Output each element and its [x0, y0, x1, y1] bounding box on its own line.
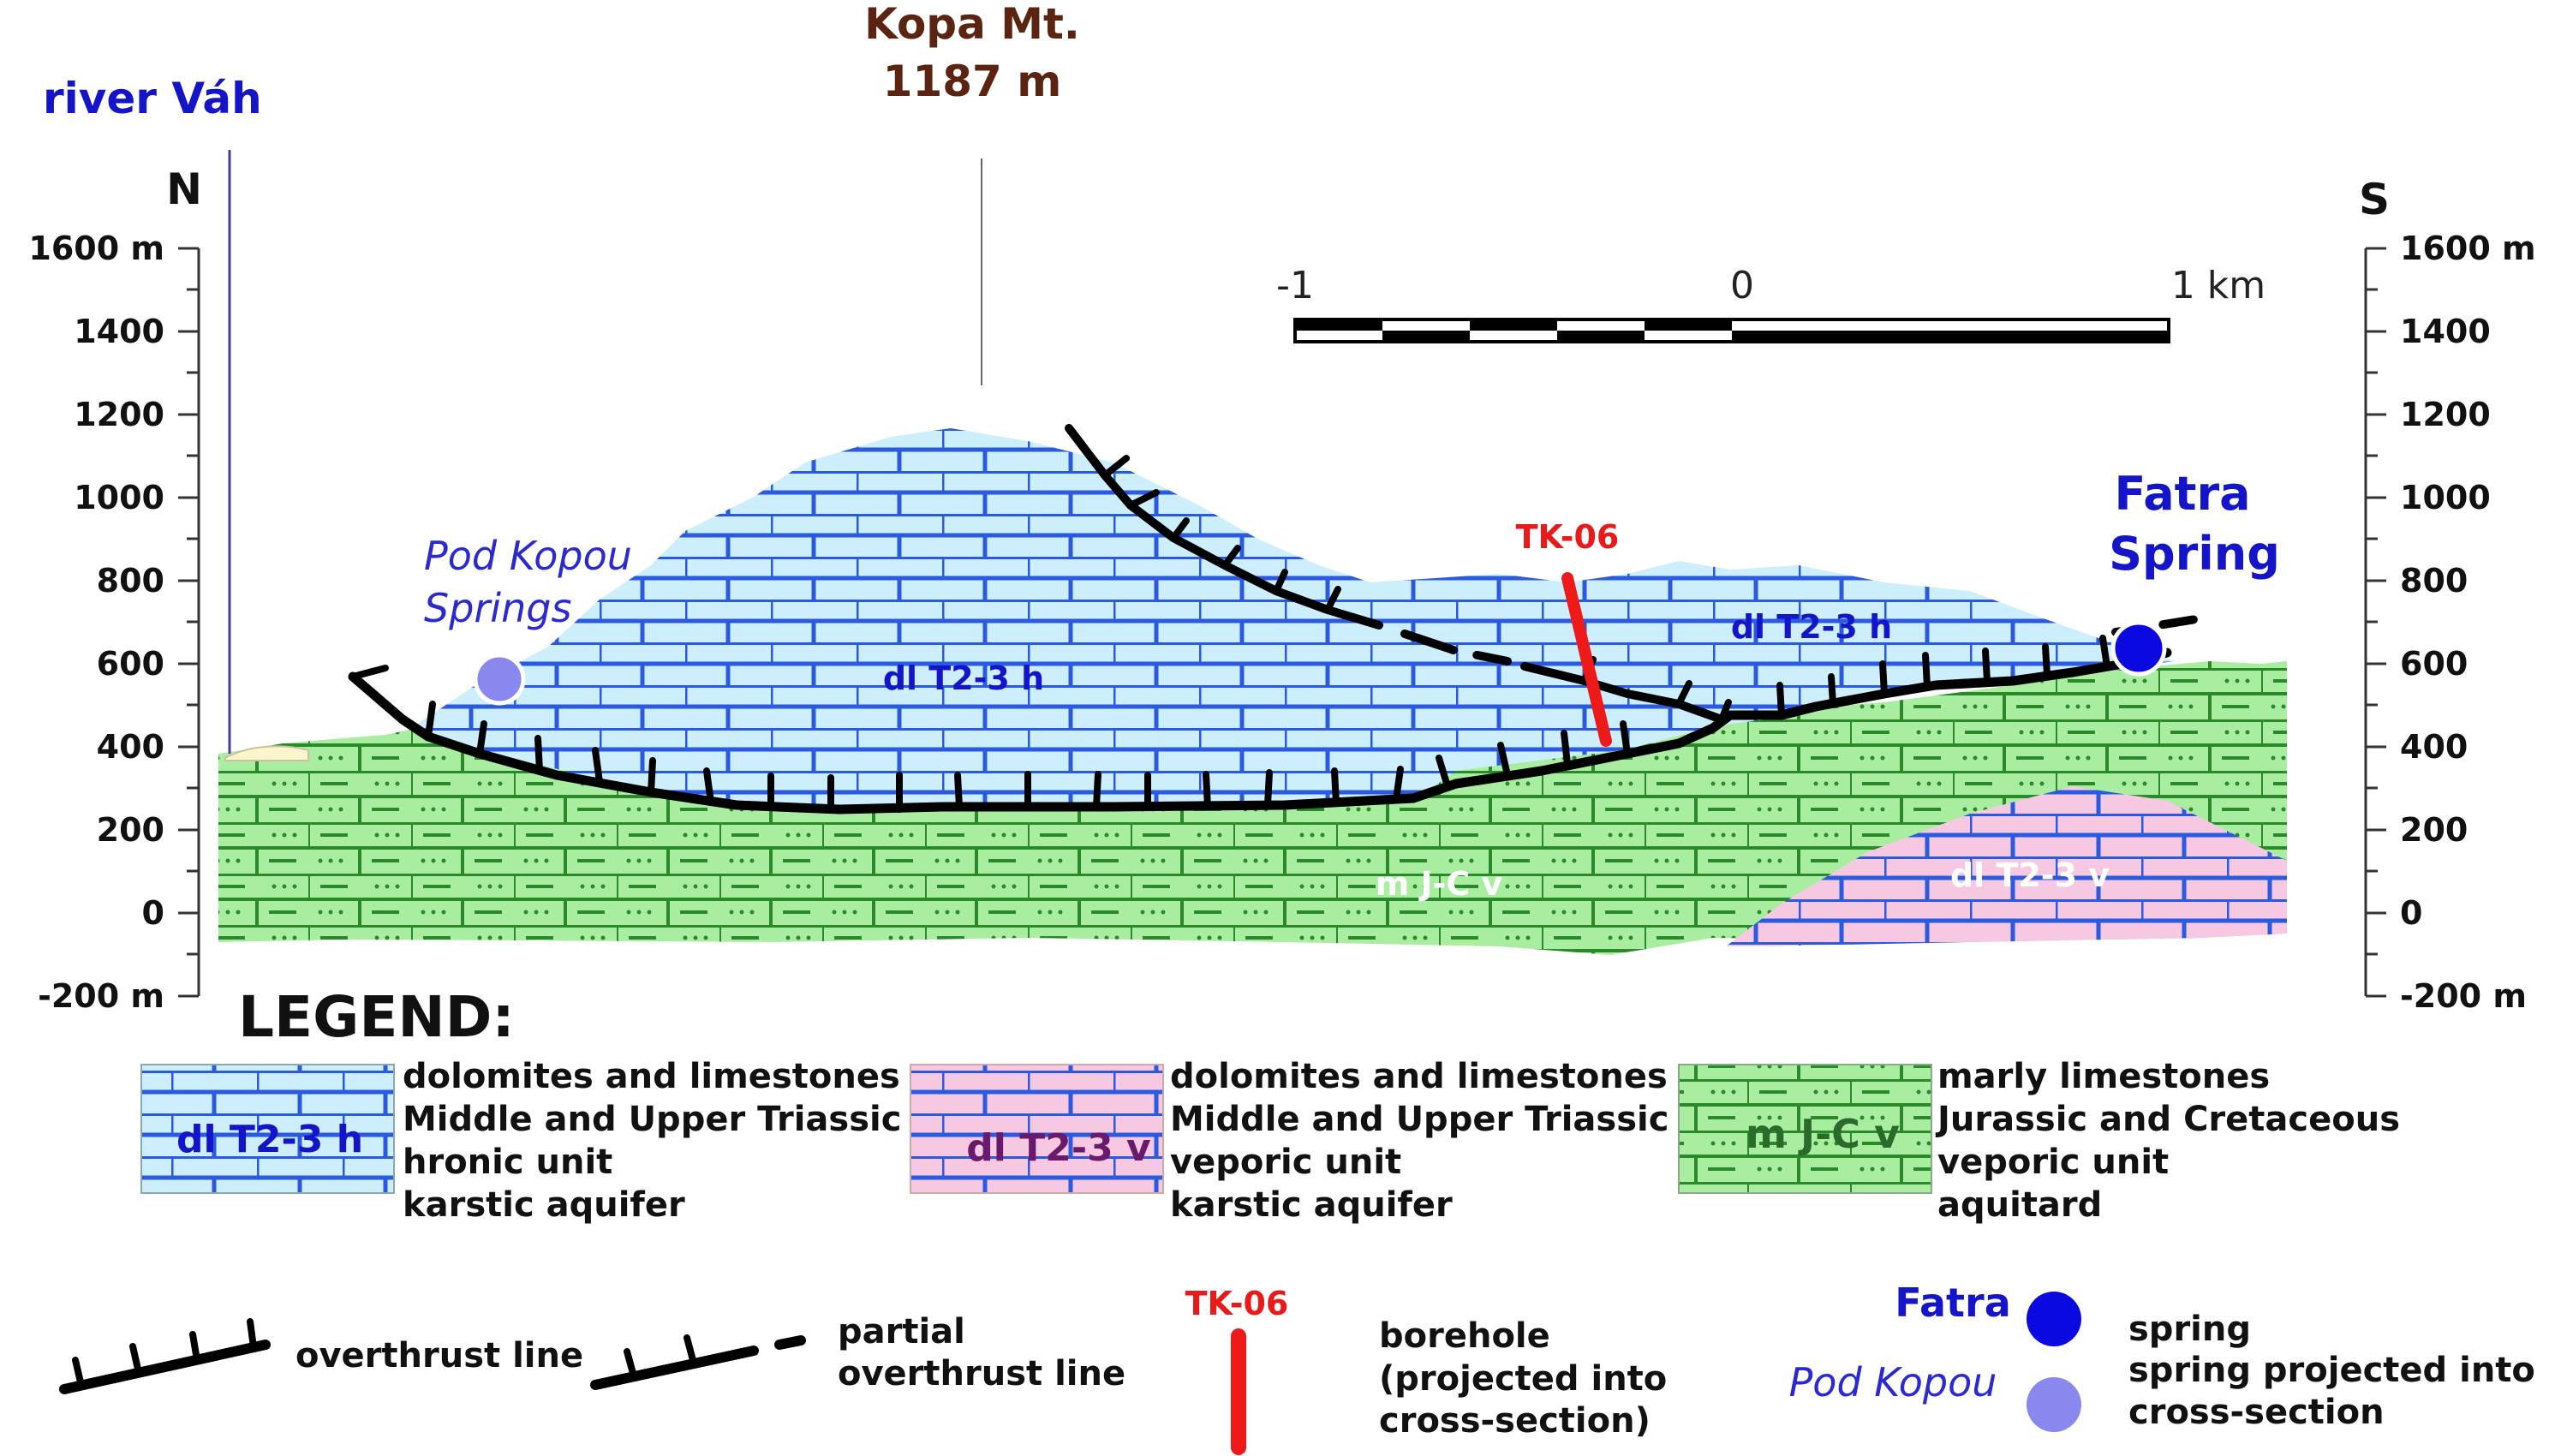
left-axis-tick-label: 600 [97, 645, 164, 683]
right-axis-tick-label: 1000 [2400, 479, 2491, 516]
legend-veporic-swatch [910, 1064, 1164, 1194]
left-axis-tick-label: 1400 [74, 313, 164, 350]
left-axis-tick-label: 0 [142, 894, 164, 932]
legend-veporic-line2: Middle and Upper Triassic [1170, 1100, 1668, 1139]
valley-alluvium [224, 745, 309, 761]
veporic-unit-label: dl T2-3 v [1950, 856, 2110, 894]
legend-marly-line4: aquitard [1937, 1185, 2102, 1225]
legend-veporic-swatch-label: dl T2-3 v [966, 1126, 1151, 1170]
pod-kopou-spring-marker [473, 653, 526, 706]
scale-label-minus1: -1 [1276, 264, 1314, 307]
legend-fatra-label: Fatra [1895, 1280, 2010, 1326]
main-overthrust-line [348, 647, 2172, 815]
legend-fatra-spring-symbol [2027, 1292, 2081, 1346]
right-axis-tick-label: 800 [2400, 562, 2468, 600]
upper-overthrust-line [1065, 424, 2206, 724]
legend-partial-overthrust-line2: overthrust line [838, 1354, 1125, 1393]
legend-hronic-line2: Middle and Upper Triassic [403, 1100, 901, 1139]
peak-elevation: 1187 m [883, 57, 1062, 106]
river-vah-label: river Váh [43, 74, 262, 123]
hronic-unit-label-right: dl T2-3 h [1731, 608, 1892, 646]
veporic-dolomite-body [1726, 786, 2287, 946]
right-elevation-axis: 1600 m 1400 1200 1000 800 600 400 200 0 -200 m [2364, 230, 2536, 1015]
legend-title: LEGEND: [238, 984, 515, 1050]
borehole-tk06-label: TK-06 [1516, 518, 1620, 556]
legend-marly-swatch-label: m J-C v [1746, 1111, 1900, 1157]
left-axis-tick-label: 1000 [74, 479, 164, 516]
legend-spring-line1: spring [2128, 1310, 2251, 1349]
legend-partial-overthrust-line1: partial [838, 1312, 965, 1352]
left-axis-tick-label: 1200 [74, 396, 164, 433]
right-axis-tick-label: 200 [2400, 811, 2468, 849]
right-axis-tick-label: 1400 [2400, 313, 2491, 350]
right-axis-tick-label: -200 m [2400, 977, 2527, 1015]
scale-label-0: 0 [1730, 264, 1754, 307]
legend-hronic-line1: dolomites and limestones [403, 1057, 900, 1096]
left-elevation-axis: 1600 m 1400 1200 1000 800 600 400 200 0 -200 m [28, 230, 200, 1015]
right-axis-tick-label: 400 [2400, 728, 2468, 766]
legend-overthrust-symbol [59, 1318, 271, 1394]
marly-unit-label: m J-C v [1376, 865, 1503, 903]
legend-spring-line3: cross-section [2128, 1393, 2385, 1432]
legend-overthrust-label: overthrust line [295, 1336, 583, 1375]
legend-marly-line2: Jurassic and Cretaceous [1935, 1100, 2400, 1139]
legend-borehole-label: TK-06 [1185, 1285, 1289, 1322]
left-axis-tick-label: 400 [97, 728, 164, 766]
fatra-label-line2: Spring [2109, 527, 2280, 581]
legend-borehole-line1: borehole [1379, 1316, 1550, 1356]
south-label: S [2359, 175, 2390, 224]
legend-marly-line1: marly limestones [1937, 1057, 2270, 1096]
scale-label-1km: 1 km [2171, 264, 2265, 307]
legend-hronic-line4: karstic aquifer [403, 1185, 685, 1225]
fatra-spring-marker [2110, 620, 2167, 677]
borehole-tk06-line [1561, 572, 1612, 747]
left-axis-tick-label: 800 [97, 562, 164, 600]
legend-borehole-line2: (projected into [1379, 1359, 1667, 1399]
scale-bar: -1 0 1 km [1276, 264, 2265, 343]
left-axis-tick-label: 1600 m [28, 230, 164, 267]
right-axis-tick-label: 1600 m [2400, 230, 2536, 267]
legend-hronic-swatch-label: dl T2-3 h [176, 1118, 363, 1161]
legend-pod-kopou-spring-symbol [2027, 1377, 2081, 1432]
right-axis-tick-label: 600 [2400, 645, 2468, 683]
legend-pod-kopou-label: Pod Kopou [1789, 1359, 1997, 1405]
main-overthrust-ticks [349, 626, 2162, 813]
legend-hronic-swatch [140, 1064, 395, 1194]
legend-borehole-line3: cross-section) [1379, 1401, 1651, 1441]
legend-marly-line3: veporic unit [1937, 1143, 2169, 1182]
left-axis-tick-label: 200 [97, 811, 164, 849]
right-axis-tick-label: 1200 [2400, 396, 2491, 433]
legend-veporic-line1: dolomites and limestones [1170, 1057, 1668, 1096]
fatra-label-line1: Fatra [2114, 467, 2250, 521]
north-label: N [166, 164, 202, 214]
right-axis-tick-label: 0 [2400, 894, 2422, 932]
legend-partial-overthrust-symbol [590, 1334, 806, 1390]
legend-veporic-line3: veporic unit [1170, 1143, 1401, 1182]
peak-name: Kopa Mt. [864, 0, 1080, 49]
pod-kopou-label-line1: Pod Kopou [424, 533, 632, 579]
left-axis-tick-label: -200 m [38, 977, 164, 1015]
legend-marly-swatch [1678, 1064, 1932, 1194]
pod-kopou-label-line2: Springs [424, 585, 571, 631]
legend-spring-line2: spring projected into [2128, 1351, 2535, 1390]
legend-veporic-line4: karstic aquifer [1170, 1185, 1453, 1225]
hronic-unit-label: dl T2-3 h [883, 659, 1044, 697]
legend-hronic-line3: hronic unit [403, 1143, 612, 1182]
